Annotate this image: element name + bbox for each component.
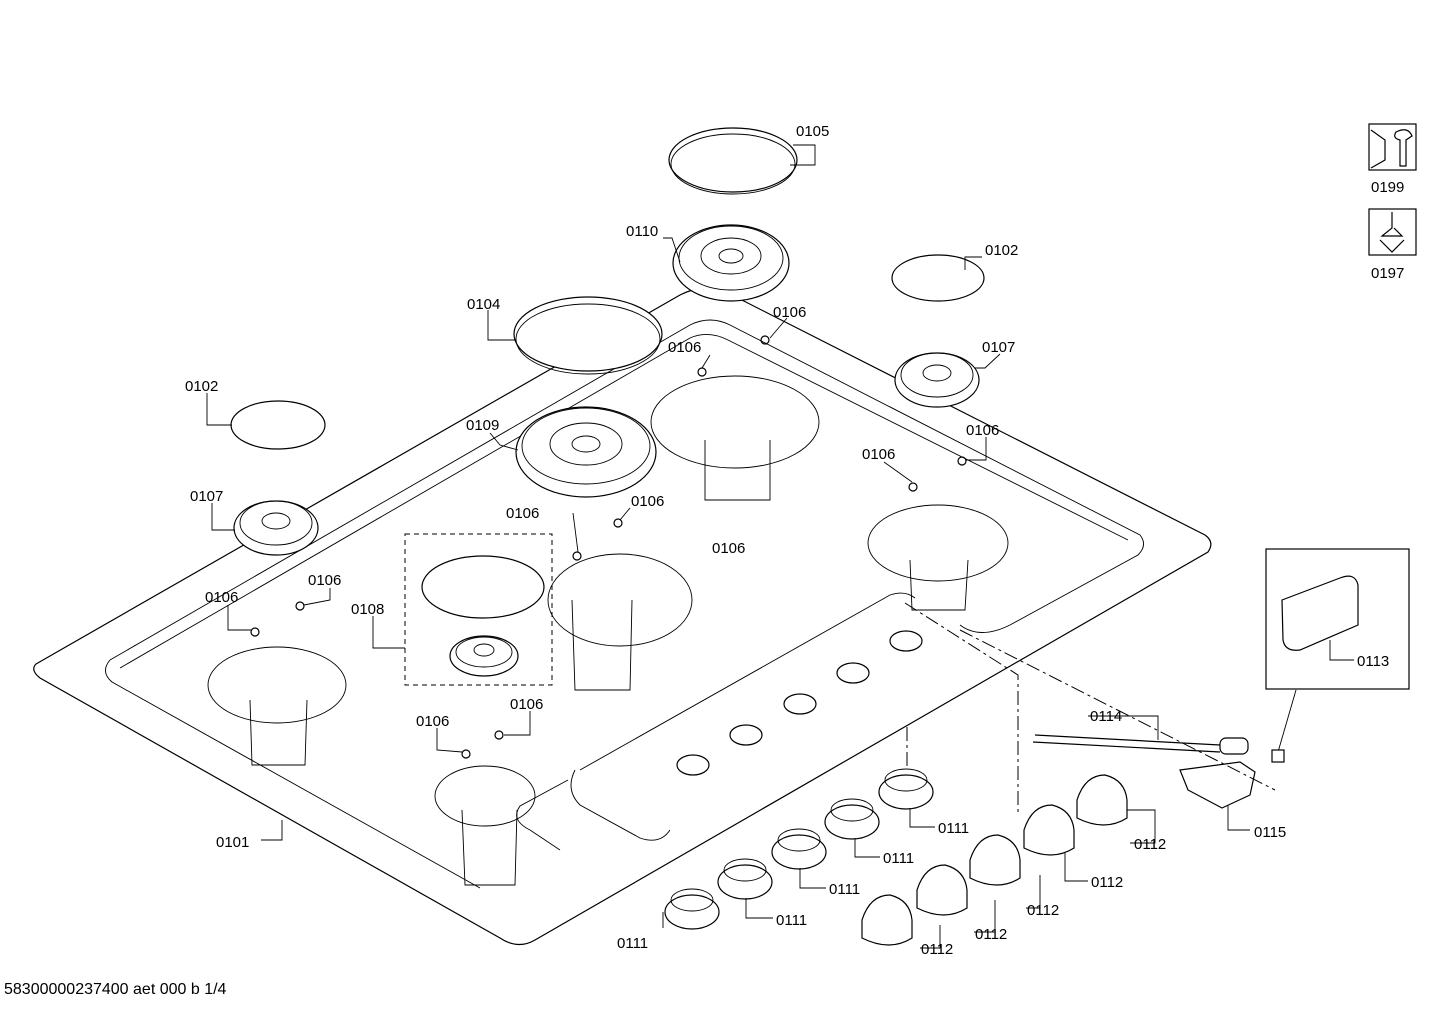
label-0108: 0108 (351, 601, 384, 618)
label-0112-b: 0112 (1091, 874, 1123, 891)
clip-part-0113 (1281, 575, 1359, 651)
label-0107-right: 0107 (982, 339, 1015, 356)
burner-caps (230, 127, 985, 619)
subassembly-box-0108 (404, 533, 553, 686)
screws (250, 335, 967, 759)
label-0113: 0113 (1357, 653, 1389, 670)
label-0106-rear-right-2: 0106 (862, 446, 895, 463)
label-0106-mid-1: 0106 (631, 493, 664, 510)
label-0110: 0110 (626, 223, 658, 240)
label-0106-top-right: 0106 (773, 304, 806, 321)
label-0199: 0199 (1371, 179, 1404, 196)
clip-small (1271, 749, 1285, 763)
label-0105: 0105 (796, 123, 829, 140)
label-0102-left: 0102 (185, 378, 218, 395)
label-0112-a: 0112 (1134, 836, 1166, 853)
knobs (861, 774, 1128, 946)
centerlines (904, 602, 1276, 815)
label-0106-top-left: 0106 (668, 339, 701, 356)
knob-holes (676, 630, 923, 776)
screwdriver-tool-icon (1368, 208, 1417, 256)
label-0104: 0104 (467, 296, 500, 313)
label-0111-c: 0111 (829, 881, 860, 898)
label-0106-front-2: 0106 (510, 696, 543, 713)
label-0111-b: 0111 (883, 850, 914, 867)
label-0114: 0114 (1090, 708, 1122, 725)
label-0111-d: 0111 (776, 912, 807, 929)
part-labels: 0105 0110 0102 0104 0106 0106 0107 0102 … (185, 123, 1404, 958)
label-0112-e: 0112 (921, 941, 953, 958)
label-0109: 0109 (466, 417, 499, 434)
label-0106-center: 0106 (712, 540, 745, 557)
label-0107-left: 0107 (190, 488, 223, 505)
label-0106-front-1: 0106 (416, 713, 449, 730)
burner-heads (233, 224, 980, 677)
burner-bases (207, 375, 1009, 886)
label-0112-c: 0112 (1027, 902, 1059, 919)
label-0106-left-front-1: 0106 (308, 572, 341, 589)
knob-rings (664, 768, 934, 930)
label-0115: 0115 (1254, 824, 1286, 841)
leader-lines (206, 144, 1354, 949)
document-footer: 58300000237400 aet 000 b 1/4 (4, 981, 227, 998)
wrench-tool-icon (1368, 123, 1417, 171)
thermocouple-assembly (1032, 734, 1256, 809)
label-0101: 0101 (216, 834, 249, 851)
label-0102-right: 0102 (985, 242, 1018, 259)
label-0106-mid-2: 0106 (506, 505, 539, 522)
inset-frame-0113 (1265, 548, 1410, 690)
label-0111-a: 0111 (938, 820, 969, 837)
label-0106-left-front-2: 0106 (205, 589, 238, 606)
label-0106-rear-right-1: 0106 (966, 422, 999, 439)
label-0111-e: 0111 (617, 935, 648, 952)
label-0112-d: 0112 (975, 926, 1007, 943)
label-0197: 0197 (1371, 265, 1404, 282)
